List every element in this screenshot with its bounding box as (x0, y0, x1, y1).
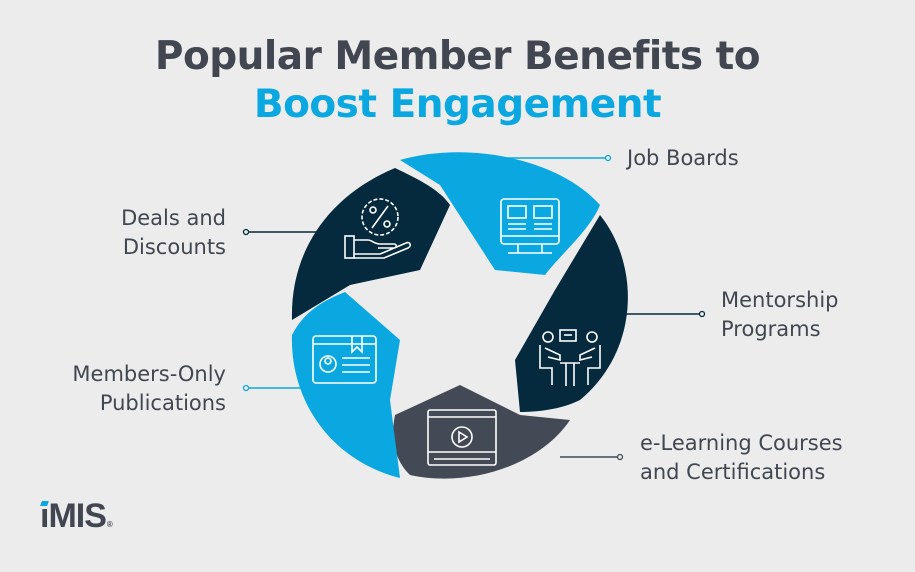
video-player-icon (427, 409, 497, 466)
label-mentorship: Mentorship Programs (721, 288, 839, 341)
connector-job-boards (505, 154, 612, 162)
imis-logo: iMIS® (40, 497, 113, 535)
title-line-2: Boost Engagement (253, 82, 662, 127)
connector-publications (242, 384, 305, 392)
hand-discount-icon (344, 198, 411, 259)
member-card-icon (312, 335, 377, 384)
monitor-job-board-icon (500, 198, 560, 254)
petal-elearning (393, 385, 570, 479)
title-line-1: Popular Member Benefits to (154, 34, 761, 79)
label-publications: Members-Only Publications (72, 362, 226, 415)
label-deals: Deals and Discounts (121, 206, 226, 259)
connector-deals (242, 228, 318, 236)
mentorship-meeting-icon (539, 329, 601, 386)
petal-publications (291, 292, 400, 478)
connector-mentorship (625, 310, 706, 318)
connector-elearning (560, 453, 624, 461)
label-job-boards: Job Boards (627, 146, 739, 170)
petal-deals (291, 168, 450, 320)
label-elearning: e-Learning Courses and Certifications (640, 431, 843, 484)
